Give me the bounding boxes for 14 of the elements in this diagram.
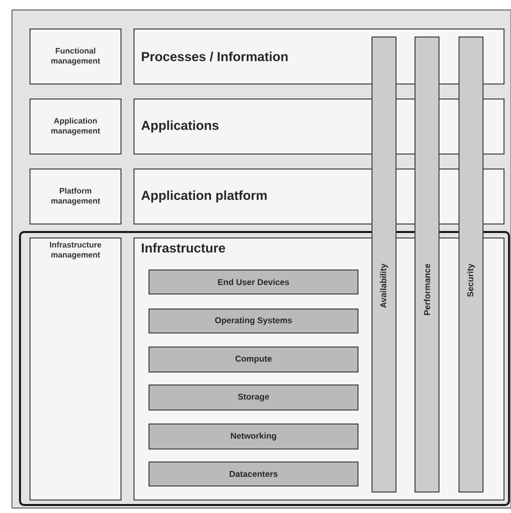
component-box: Networking — [148, 424, 358, 450]
vertical-bar: Performance — [414, 36, 440, 492]
management-box: Infrastructure management — [30, 238, 122, 500]
management-box: Application management — [30, 98, 122, 154]
component-box: Operating Systems — [148, 308, 358, 334]
component-box: Compute — [148, 346, 358, 372]
management-box: Platform management — [30, 168, 122, 224]
component-box: Datacenters — [148, 462, 358, 486]
vertical-bar: Availability — [372, 36, 396, 492]
component-box: Storage — [148, 384, 358, 410]
management-box: Functional management — [30, 28, 122, 84]
component-box: End User Devices — [148, 270, 358, 294]
group-frame — [19, 231, 510, 506]
vertical-bar: Security — [458, 36, 484, 492]
